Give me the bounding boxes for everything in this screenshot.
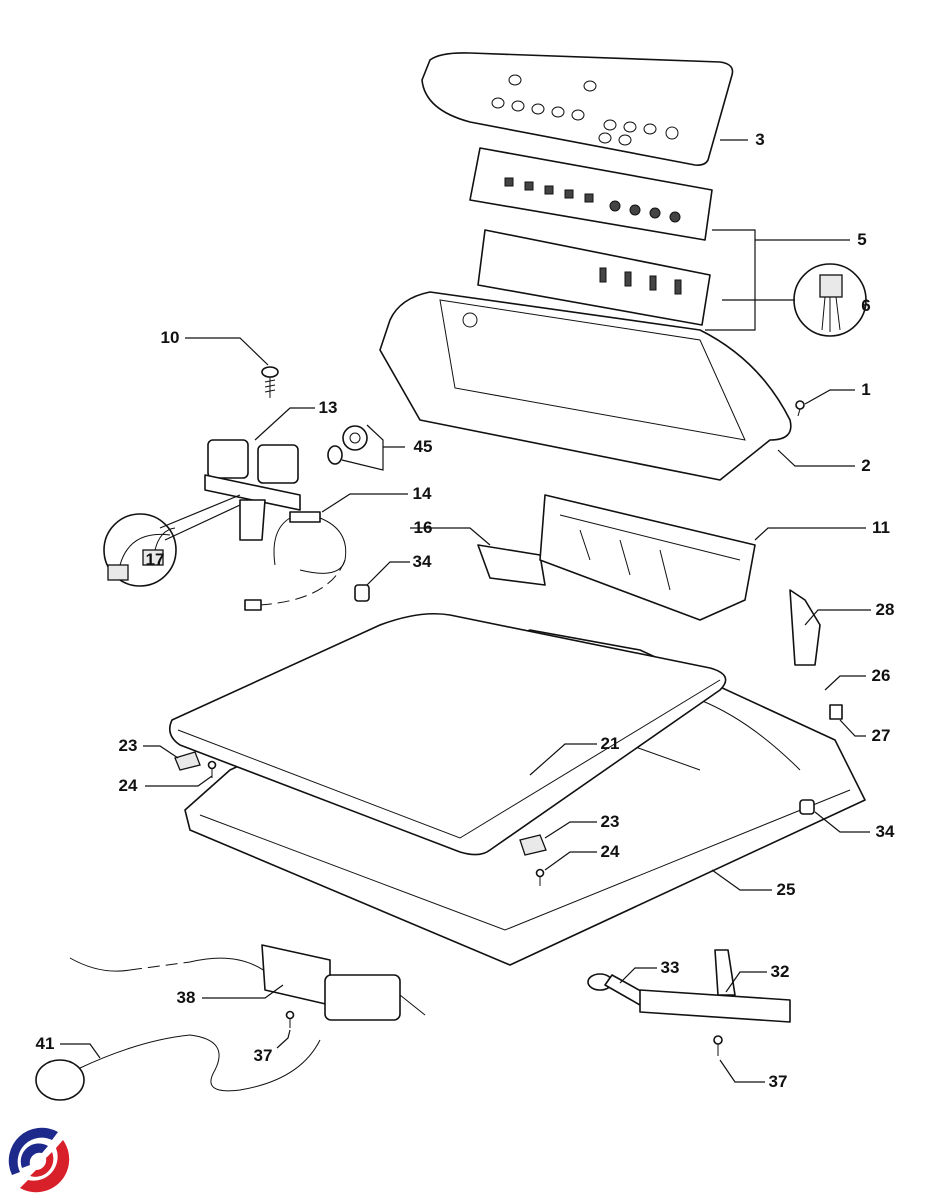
part-label: 25	[776, 880, 796, 899]
part-label: 3	[755, 130, 765, 149]
part-32-hose	[639, 949, 791, 1023]
part-label: 24	[600, 842, 620, 861]
part-label: 23	[600, 812, 620, 831]
brand-logo	[8, 1127, 70, 1193]
part-label: 37	[768, 1072, 788, 1091]
part-label: 28	[875, 600, 895, 619]
part-label: 34	[875, 822, 895, 841]
part-label: 34	[412, 552, 432, 571]
part-label: 21	[600, 734, 620, 753]
part-23-hinge-cover-left	[174, 751, 201, 771]
part-label: 6	[861, 296, 871, 315]
part-label: 10	[160, 328, 180, 347]
part-33-hose-end	[587, 973, 649, 1006]
part-24-screw-left	[207, 760, 217, 778]
part-label: 14	[412, 484, 432, 503]
part-label: 23	[118, 736, 138, 755]
part-label: 37	[253, 1046, 273, 1065]
part-label: 2	[861, 456, 871, 475]
part-10-screw	[261, 366, 279, 398]
part-label: 45	[413, 437, 433, 456]
part-1-screw	[795, 400, 805, 417]
part-2-control-console	[379, 291, 792, 481]
part-37-screw-right	[713, 1035, 723, 1056]
part-label: 27	[871, 726, 891, 745]
part-label: 11	[872, 518, 890, 537]
part-24-screw-right	[535, 868, 545, 886]
part-label: 17	[145, 550, 165, 569]
part-16-lid-switch	[477, 544, 546, 586]
part-14-pressure-sensor-wire	[244, 511, 347, 611]
part-label: 24	[118, 776, 138, 795]
part-28-bracket	[789, 589, 821, 666]
part-38-noise-filter	[69, 944, 426, 1021]
part-label: 13	[318, 398, 338, 417]
part-label: 41	[35, 1034, 55, 1053]
part-11-control-board	[539, 494, 756, 621]
part-label: 16	[413, 518, 433, 537]
part-label: 26	[871, 666, 891, 685]
part-37-screw-left	[285, 1010, 295, 1028]
part-label: 33	[660, 958, 680, 977]
part-23-hinge-cover-right	[519, 834, 547, 856]
part-13-water-inlet-valve	[204, 439, 301, 541]
part-27-clip	[829, 704, 843, 720]
part-6-wire-connector	[793, 263, 867, 337]
part-41-power-cord	[35, 1034, 321, 1101]
part-17-valve-connector	[103, 494, 241, 587]
part-34-clip-right	[799, 799, 815, 815]
part-label: 1	[861, 380, 871, 399]
part-label: 38	[176, 988, 196, 1007]
part-21-lid	[169, 612, 727, 856]
part-5-control-panel	[469, 147, 713, 326]
part-label: 32	[770, 962, 790, 981]
leader-lines	[60, 139, 871, 1083]
part-3-control-panel-overlay	[421, 52, 734, 166]
part-34-clip	[354, 584, 370, 602]
part-45-nut-and-washer	[327, 425, 368, 465]
part-label: 5	[857, 230, 867, 249]
